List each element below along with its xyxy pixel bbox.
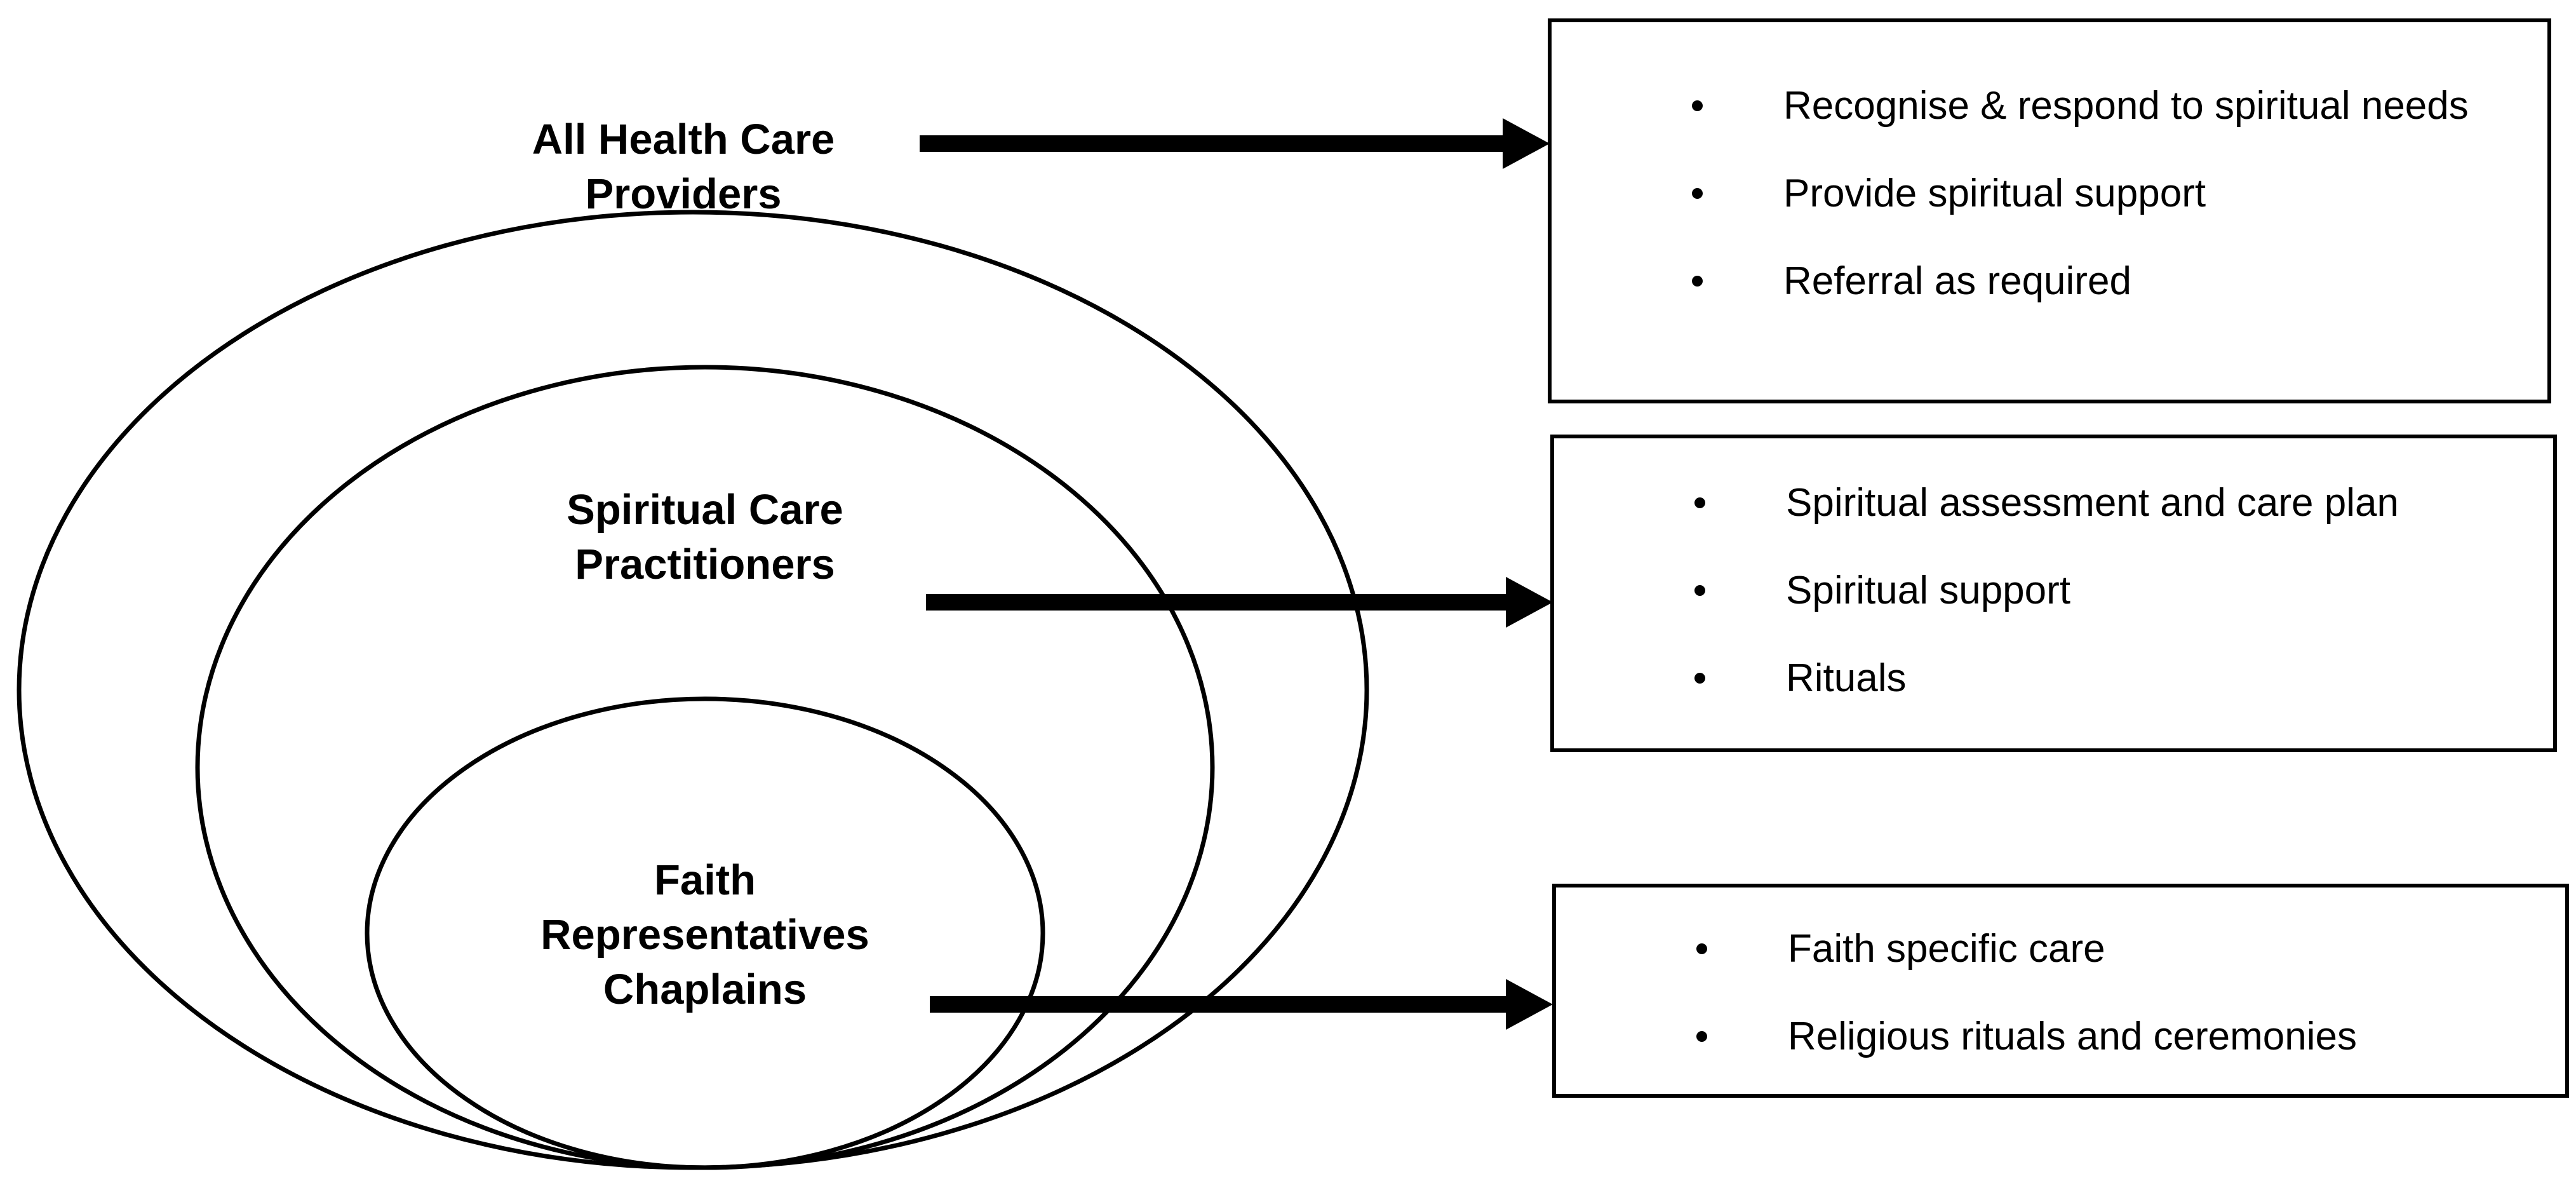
- label-all-health-care-providers: All Health Care Providers: [486, 112, 880, 222]
- responsibilities-list: Spiritual assessment and care plan Spiri…: [1554, 459, 2553, 722]
- list-item: Recognise & respond to spiritual needs: [1552, 62, 2547, 150]
- circle-all-health-care-providers: [17, 210, 1369, 1170]
- responsibilities-box-all-health-care-providers: Recognise & respond to spiritual needs P…: [1548, 18, 2551, 403]
- bullet-icon: [1694, 497, 1705, 508]
- list-item-text: Referral as required: [1783, 259, 2131, 303]
- list-item-text: Rituals: [1786, 656, 1907, 700]
- label-line: Representatives: [540, 911, 869, 959]
- label-line: All Health Care: [532, 116, 835, 163]
- list-item: Spiritual assessment and care plan: [1554, 459, 2553, 547]
- list-item: Referral as required: [1552, 238, 2547, 325]
- bullet-icon: [1694, 673, 1705, 684]
- list-item: Rituals: [1554, 635, 2553, 722]
- list-item-text: Religious rituals and ceremonies: [1788, 1015, 2358, 1058]
- bullet-icon: [1692, 188, 1703, 199]
- label-line: Chaplains: [603, 966, 807, 1013]
- bullet-icon: [1696, 943, 1707, 954]
- label-line: Spiritual Care: [567, 486, 843, 534]
- responsibilities-list: Faith specific care Religious rituals an…: [1556, 905, 2565, 1081]
- label-line: Providers: [585, 170, 782, 218]
- responsibilities-box-spiritual-care-practitioners: Spiritual assessment and care plan Spiri…: [1550, 435, 2557, 752]
- circle-faith-representatives: [365, 696, 1045, 1170]
- bullet-icon: [1694, 585, 1705, 596]
- list-item-text: Spiritual assessment and care plan: [1786, 481, 2399, 525]
- list-item: Provide spiritual support: [1552, 150, 2547, 238]
- responsibilities-box-faith-representatives: Faith specific care Religious rituals an…: [1552, 884, 2569, 1098]
- label-line: Faith: [654, 856, 756, 904]
- bullet-icon: [1692, 100, 1703, 111]
- label-faith-representatives-chaplains: Faith Representatives Chaplains: [508, 853, 902, 1017]
- list-item: Spiritual support: [1554, 547, 2553, 635]
- bullet-icon: [1696, 1031, 1707, 1042]
- list-item: Faith specific care: [1556, 905, 2565, 993]
- list-item-text: Faith specific care: [1788, 927, 2105, 971]
- list-item-text: Spiritual support: [1786, 569, 2071, 612]
- label-line: Practitioners: [575, 541, 835, 588]
- list-item-text: Recognise & respond to spiritual needs: [1783, 84, 2469, 128]
- arrowhead-faith-representatives: [1506, 979, 1553, 1030]
- list-item-text: Provide spiritual support: [1783, 172, 2206, 215]
- arrowhead-spiritual-care-practitioners: [1506, 577, 1553, 628]
- label-spiritual-care-practitioners: Spiritual Care Practitioners: [514, 483, 896, 592]
- list-item: Religious rituals and ceremonies: [1556, 993, 2565, 1081]
- bullet-icon: [1692, 276, 1703, 287]
- responsibilities-list: Recognise & respond to spiritual needs P…: [1552, 62, 2547, 325]
- arrowhead-all-health-care-providers: [1503, 118, 1550, 169]
